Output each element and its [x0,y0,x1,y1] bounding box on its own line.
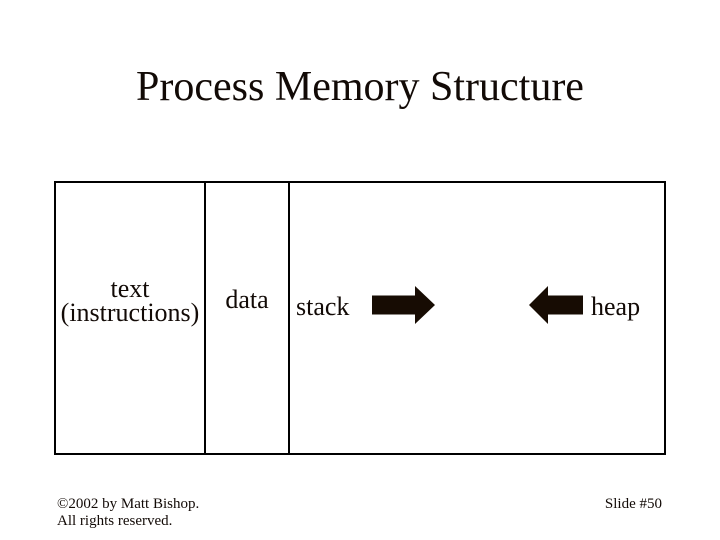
data-segment-label: data [225,285,269,314]
process-memory-diagram [54,181,666,455]
arrow-right-shape [372,286,435,324]
text-segment-label-line2: (instructions) [60,298,200,327]
copyright-line2: All rights reserved. [57,513,173,529]
copyright-line1: ©2002 by Matt Bishop. [57,496,200,512]
text-segment-label-line1: text [110,274,150,303]
stack-label: stack [296,292,350,321]
heap-growth-arrow-left-icon [529,286,583,324]
slide-number: Slide #50 [604,496,662,512]
slide-title: Process Memory Structure [136,64,584,110]
data-stack-divider [288,181,290,455]
text-data-divider [204,181,206,455]
arrow-left-shape [529,286,583,324]
stack-growth-arrow-right-icon [372,286,435,324]
heap-label: heap [591,292,641,321]
copyright-notice: ©2002 by Matt Bishop. All rights reserve… [57,496,199,530]
text-segment-label: text (instructions) [56,274,204,327]
